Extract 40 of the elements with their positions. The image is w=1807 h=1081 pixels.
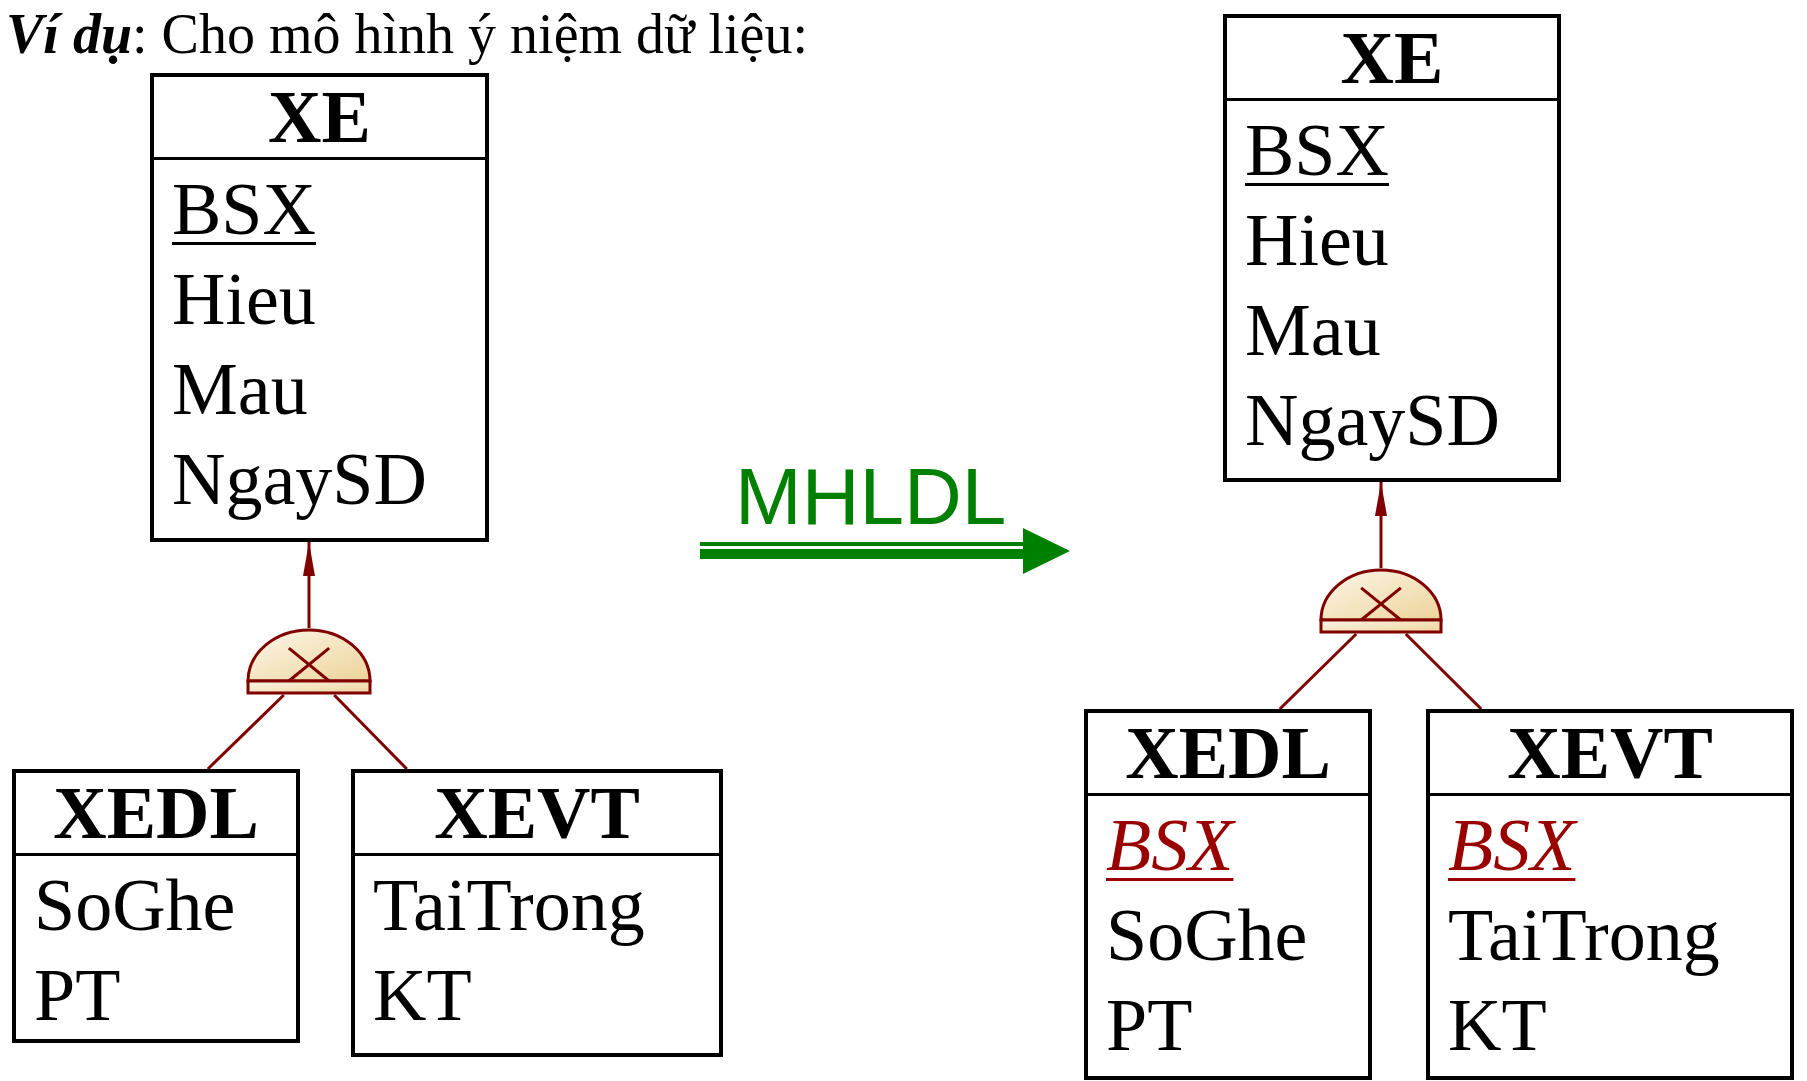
entity-box: [1084, 709, 1372, 1080]
attribute: SoGhe: [34, 863, 236, 948]
key-attribute: BSX: [1106, 803, 1234, 888]
disjoint-gate-symbol: [246, 628, 372, 695]
entity-box: [351, 769, 723, 1057]
entity-name: XEDL: [1088, 713, 1368, 796]
entity-name: XE: [154, 77, 485, 160]
entity-name: XEDL: [16, 773, 296, 856]
disjoint-gate-symbol: [1319, 568, 1443, 634]
connector-line: [333, 693, 408, 771]
intro-text: Ví dụ: Cho mô hình ý niệm dữ liệu:: [6, 2, 808, 67]
attribute: Mau: [1245, 288, 1381, 373]
arrow: [1375, 482, 1387, 568]
entity-name: XEVT: [355, 773, 719, 856]
entity-box: [150, 73, 489, 542]
attribute: NgaySD: [172, 437, 427, 522]
entity-box: [1223, 14, 1561, 482]
connector-line: [206, 693, 285, 771]
attribute: KT: [1448, 983, 1547, 1068]
connector-line: [1404, 632, 1483, 711]
connector-line: [1278, 632, 1358, 711]
attribute: PT: [34, 953, 121, 1038]
entity-box: [12, 769, 300, 1043]
attribute: TaiTrong: [373, 863, 645, 948]
key-attribute: BSX: [1245, 108, 1389, 193]
attribute: PT: [1106, 983, 1193, 1068]
entity-name: XEVT: [1430, 713, 1790, 796]
key-attribute: BSX: [172, 167, 316, 252]
entity-name: XE: [1227, 18, 1557, 101]
attribute: SoGhe: [1106, 893, 1308, 978]
attribute: Mau: [172, 347, 308, 432]
attribute: Hieu: [1245, 198, 1389, 283]
transformation-label: MHLDL: [735, 452, 1007, 542]
attribute: KT: [373, 953, 472, 1038]
arrow: [303, 542, 315, 628]
attribute: Hieu: [172, 257, 316, 342]
attribute: TaiTrong: [1448, 893, 1720, 978]
attribute: NgaySD: [1245, 378, 1500, 463]
key-attribute: BSX: [1448, 803, 1576, 888]
entity-box: [1426, 709, 1794, 1080]
